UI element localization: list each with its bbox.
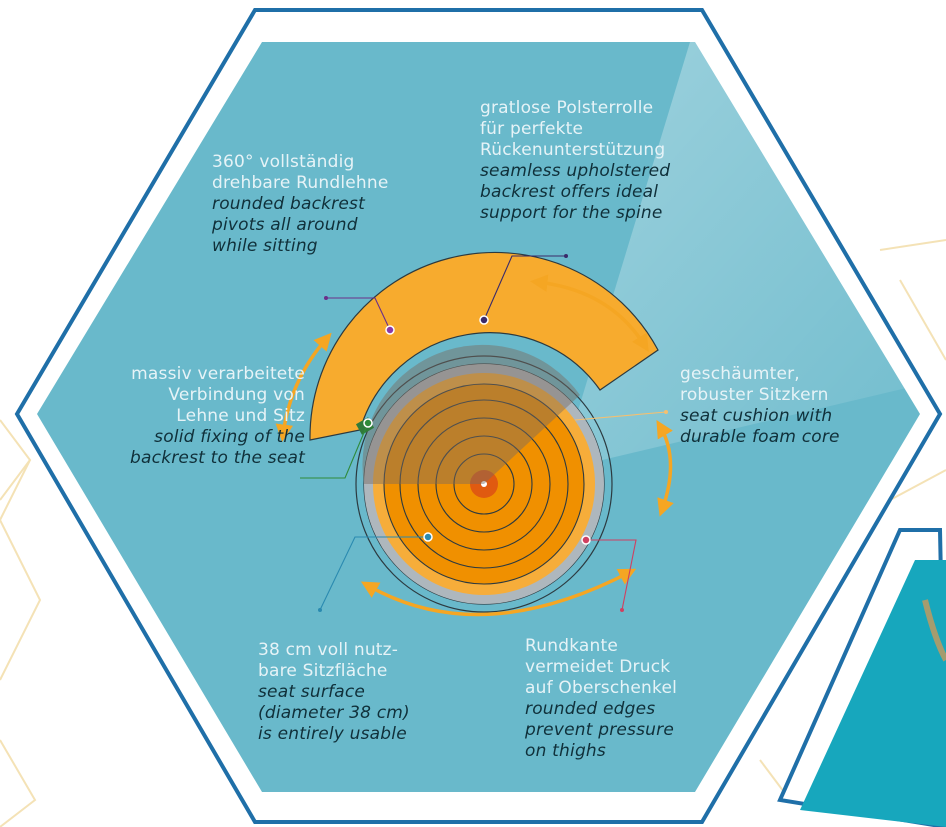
label-en: on thighs (525, 741, 606, 761)
callout-markers (363, 315, 591, 545)
label-en: seat cushion with (680, 406, 833, 426)
label-en: pivots all around (212, 215, 358, 235)
label-en: seamless upholstered (480, 161, 671, 181)
label-de: auf Oberschenkel (525, 678, 678, 698)
label-en: solid fixing of the (154, 427, 305, 447)
rotate-arrow-icon (275, 274, 674, 617)
callout-end-dots (318, 254, 668, 612)
label-de: 38 cm voll nutz- (258, 640, 399, 660)
label-de: gratlose Polsterrolle (480, 98, 654, 118)
callout-lines (300, 255, 667, 611)
label-backrest-pivot: 360° vollständig drehbare Rundlehne roun… (212, 152, 389, 257)
label-en: prevent pressure (525, 720, 674, 740)
label-de: massiv verarbeitete (131, 364, 305, 384)
label-de: geschäumter, (680, 364, 800, 384)
label-de: vermeidet Druck (525, 657, 671, 677)
secondary-hexagon-fill (800, 560, 946, 827)
label-en: while sitting (212, 236, 318, 256)
label-en: rounded backrest (212, 194, 365, 214)
label-en: (diameter 38 cm) (258, 703, 410, 723)
label-en: backrest offers ideal (480, 182, 659, 202)
secondary-hexagon-texture (922, 599, 946, 662)
label-de: 360° vollständig (212, 152, 355, 172)
label-de: Rückenunterstützung (480, 140, 666, 160)
label-de: Verbindung von (168, 385, 305, 405)
label-foam-core: geschäumter, robuster Sitzkern seat cush… (680, 364, 840, 448)
label-spine-support: gratlose Polsterrolle für perfekte Rücke… (480, 98, 670, 224)
label-en: rounded edges (525, 699, 656, 719)
seat-cutaway (362, 344, 580, 484)
label-rounded-edge: Rundkante vermeidet Druck auf Oberschenk… (525, 636, 677, 762)
label-en: seat surface (258, 682, 366, 702)
label-de: Rundkante (525, 636, 619, 656)
seat-center-dot (481, 481, 487, 487)
label-en: durable foam core (680, 427, 840, 447)
background-honeycomb (0, 239, 946, 827)
label-de: Lehne und Sitz (176, 406, 305, 426)
label-en: support for the spine (480, 203, 663, 223)
label-de: drehbare Rundlehne (212, 173, 389, 193)
label-de: für perfekte (480, 119, 584, 139)
label-de: bare Sitzfläche (258, 661, 388, 681)
label-seat-surface: 38 cm voll nutz- bare Sitzfläche seat su… (258, 640, 410, 745)
label-en: backrest to the seat (130, 448, 305, 468)
label-fixing: massiv verarbeitete Verbindung von Lehne… (70, 364, 305, 469)
label-de: robuster Sitzkern (680, 385, 829, 405)
label-en: is entirely usable (258, 724, 407, 744)
